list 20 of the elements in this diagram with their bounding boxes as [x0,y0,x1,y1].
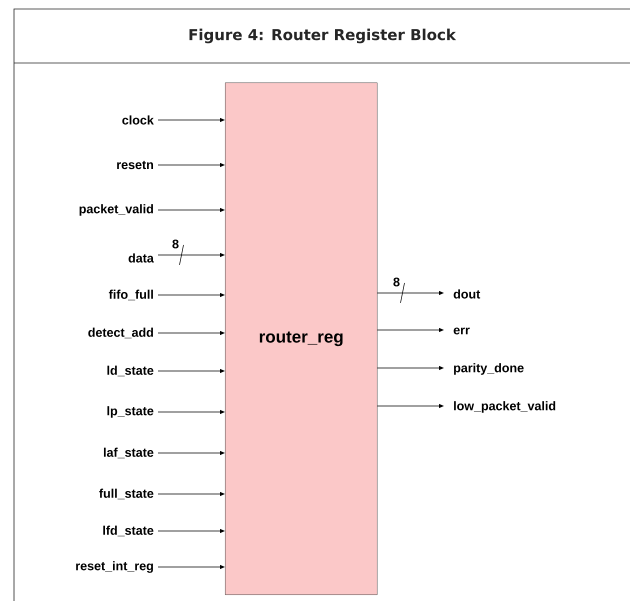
signal-label: ld_state [107,366,154,376]
signal-label: lfd_state [103,526,154,536]
signal-label: resetn [117,160,154,170]
bus-width-label: 8 [172,240,179,248]
signal-label: packet_valid [80,204,153,216]
signal-label: err [454,328,470,334]
signal-label: data [128,253,154,263]
signal-label: clock [122,115,154,125]
bus-width-label: 8 [393,278,400,286]
signal-label: full_state [99,488,154,500]
title: Figure 4: Router Register Block [190,28,456,44]
signal-label: dout [454,289,480,299]
signal-label: parity_done [454,363,524,375]
signal-label: reset_int_reg [76,561,153,573]
signal-label: fifo_full [108,290,153,300]
signal-label: low_packet_valid [454,401,556,413]
signal-label: detect_add [88,328,153,338]
signal-label: lp_state [107,406,154,418]
block: router_reg [225,82,378,595]
signal-label: laf_state [104,448,154,458]
